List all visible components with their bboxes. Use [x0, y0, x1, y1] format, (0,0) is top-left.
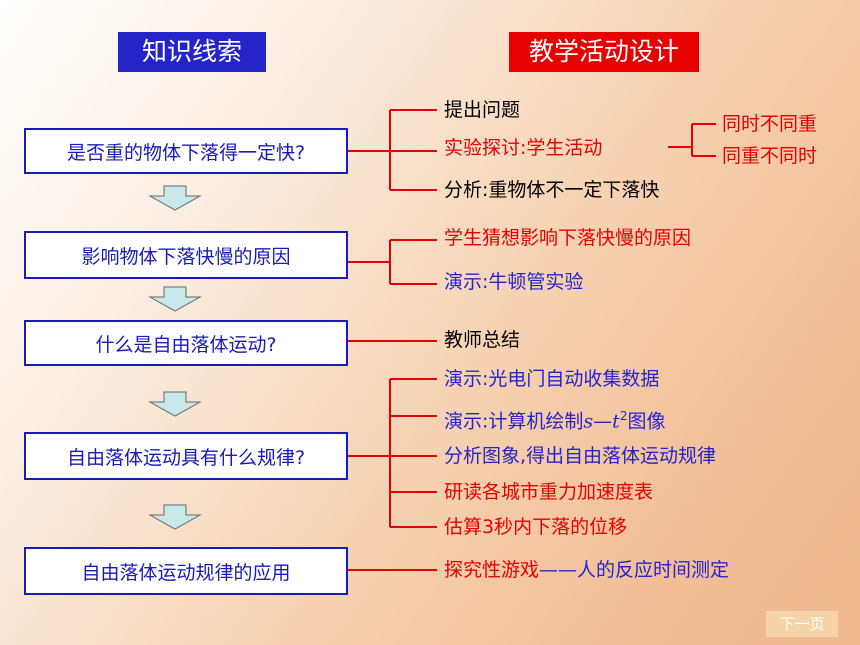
plot-var-s: s	[583, 410, 594, 433]
down-arrow-2	[148, 286, 202, 312]
activity-computer-plot-demo: 演示:计算机绘制s—t2图像	[444, 404, 665, 433]
activity-teacher-summary: 教师总结	[444, 329, 521, 351]
activity-student-guess: 学生猜想影响下落快慢的原因	[444, 227, 692, 249]
knowledge-box-4: 自由落体运动具有什么规律?	[24, 432, 348, 480]
activity-analysis-heavy: 分析:重物体不一定下落快	[444, 179, 660, 201]
activity-gravity-table: 研读各城市重力加速度表	[444, 481, 654, 503]
activity-raise-question: 提出问题	[444, 99, 521, 121]
game-desc: ——人的反应时间测定	[539, 559, 730, 581]
down-arrow-3	[148, 391, 202, 417]
down-arrow-1	[148, 185, 202, 211]
down-arrow-4	[148, 504, 202, 530]
plot-demo-suffix: 图像	[627, 410, 666, 433]
knowledge-box-2: 影响物体下落快慢的原因	[24, 231, 348, 279]
next-page-button[interactable]: 下一页	[766, 611, 838, 637]
activity-experiment: 实验探讨:学生活动	[444, 137, 603, 159]
activity-newton-tube-demo: 演示:牛顿管实验	[444, 271, 584, 293]
activity-design-header: 教学活动设计	[509, 32, 699, 72]
activity-photogate-demo: 演示:光电门自动收集数据	[444, 368, 660, 390]
activity-same-time-diff-weight: 同时不同重	[722, 113, 818, 135]
plot-demo-prefix: 演示:计算机绘制	[444, 410, 584, 433]
knowledge-box-1: 是否重的物体下落得一定快?	[24, 128, 348, 174]
knowledge-box-5: 自由落体运动规律的应用	[24, 547, 348, 595]
activity-analyze-graph: 分析图象,得出自由落体运动规律	[444, 445, 717, 467]
plot-dash: —	[593, 410, 613, 433]
activity-reaction-time-game: 探究性游戏——人的反应时间测定	[444, 558, 729, 582]
plot-var-t: t	[612, 410, 620, 433]
knowledge-clues-header: 知识线索	[118, 32, 266, 72]
activity-estimate-displacement: 估算3秒内下落的位移	[444, 516, 628, 538]
activity-same-weight-diff-time: 同重不同时	[722, 145, 818, 167]
plot-exponent: 2	[619, 409, 628, 423]
game-label: 探究性游戏	[444, 559, 540, 581]
knowledge-box-3: 什么是自由落体运动?	[24, 320, 348, 366]
